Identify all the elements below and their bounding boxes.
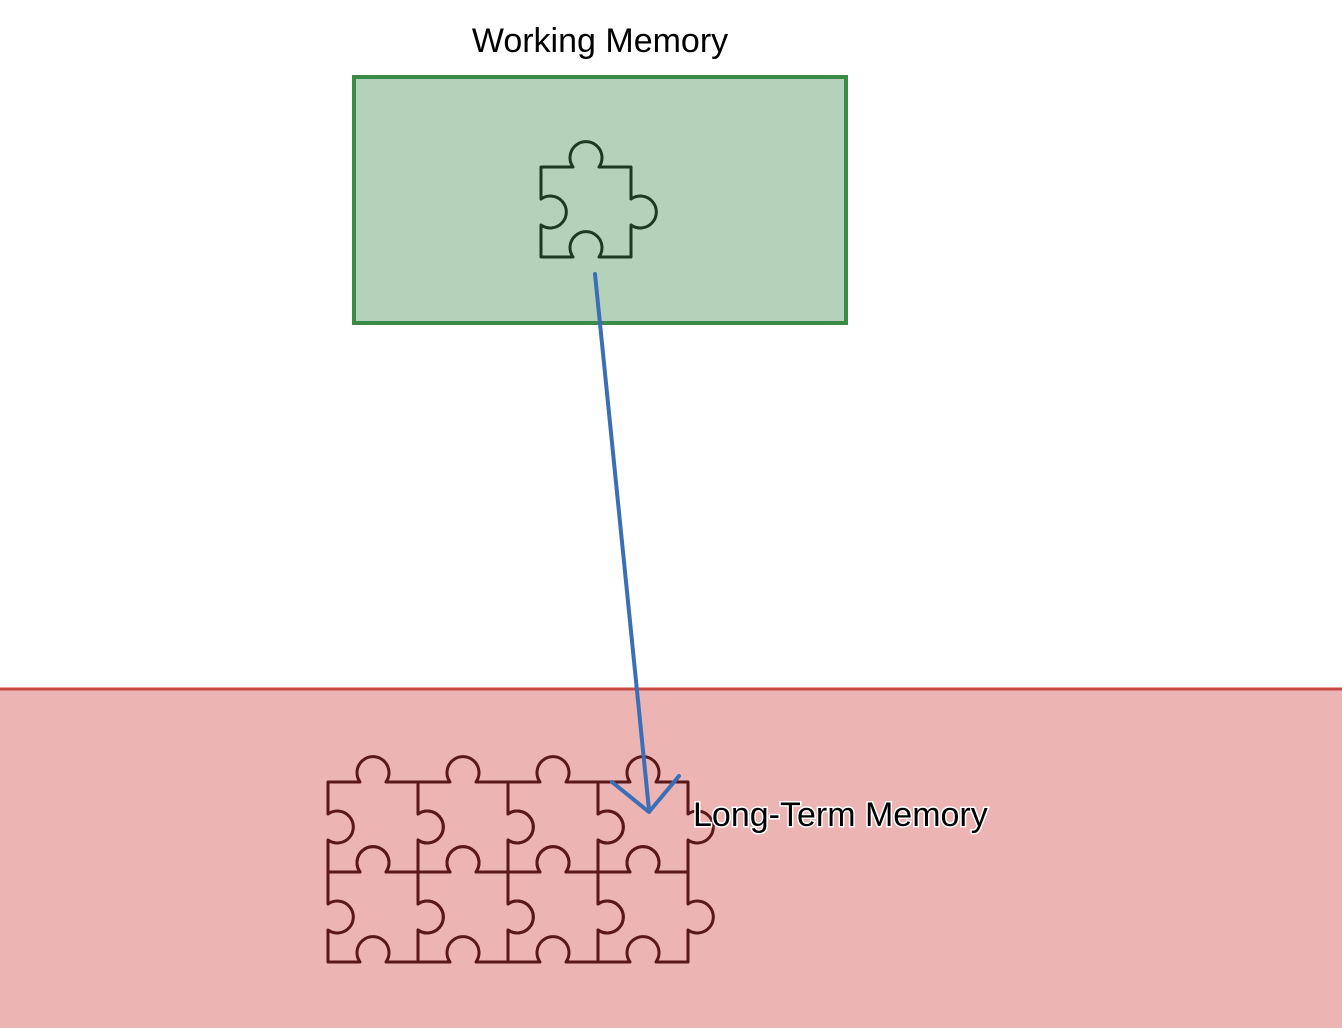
arrow-shaft: [593, 272, 651, 812]
transfer-arrow: [593, 272, 681, 814]
working-memory-title: Working Memory: [472, 22, 728, 60]
working-memory-box: [352, 75, 848, 325]
arrow-head: [610, 774, 681, 814]
long-term-memory-region: [0, 687, 1342, 1028]
long-term-memory-title: Long-Term Memory: [693, 796, 988, 834]
